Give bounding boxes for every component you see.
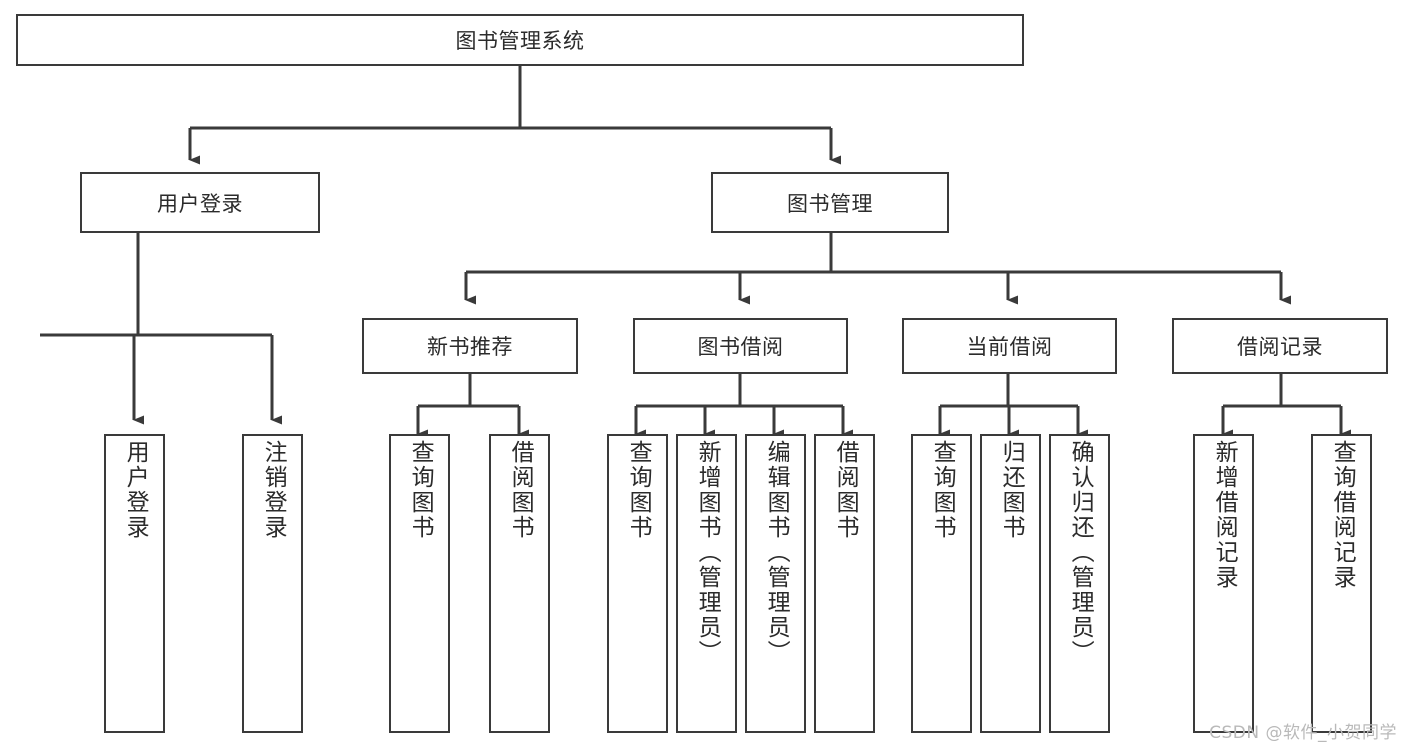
node-root-library-system[interactable]: 图书管理系统 bbox=[16, 14, 1024, 66]
leaf-query-borrow-record[interactable]: 查询借阅记录 bbox=[1311, 434, 1372, 733]
node-book-management[interactable]: 图书管理 bbox=[711, 172, 949, 233]
node-label: 查询图书 bbox=[407, 440, 434, 540]
leaf-add-book-admin[interactable]: 新增图书（管理员） bbox=[676, 434, 737, 733]
node-label: 用户登录 bbox=[157, 191, 243, 216]
node-label: 当前借阅 bbox=[966, 335, 1053, 359]
node-label: 借阅记录 bbox=[1237, 335, 1323, 359]
node-label: 新增借阅记录 bbox=[1211, 440, 1238, 590]
leaf-add-borrow-record[interactable]: 新增借阅记录 bbox=[1193, 434, 1254, 733]
node-label: 借阅图书 bbox=[832, 440, 859, 540]
leaf-query-books-recommend[interactable]: 查询图书 bbox=[389, 434, 450, 733]
node-label: 编辑图书（管理员） bbox=[763, 440, 790, 665]
leaf-user-login[interactable]: 用户登录 bbox=[104, 434, 165, 733]
node-borrowing-records[interactable]: 借阅记录 bbox=[1172, 318, 1388, 374]
leaf-confirm-return-admin[interactable]: 确认归还（管理员） bbox=[1049, 434, 1110, 733]
node-label: 确认归还（管理员） bbox=[1067, 440, 1094, 665]
leaf-return-books[interactable]: 归还图书 bbox=[980, 434, 1041, 733]
node-label: 新书推荐 bbox=[427, 335, 513, 359]
leaf-query-books-current[interactable]: 查询图书 bbox=[911, 434, 972, 733]
node-label: 查询图书 bbox=[929, 440, 956, 540]
node-label: 借阅图书 bbox=[507, 440, 534, 540]
node-label: 归还图书 bbox=[998, 440, 1025, 540]
node-label: 图书管理 bbox=[787, 191, 873, 216]
node-label: 查询图书 bbox=[625, 440, 652, 540]
node-label: 图书借阅 bbox=[697, 335, 784, 359]
node-label: 图书管理系统 bbox=[455, 29, 585, 53]
leaf-edit-book-admin[interactable]: 编辑图书（管理员） bbox=[745, 434, 806, 733]
node-user-login[interactable]: 用户登录 bbox=[80, 172, 320, 233]
leaf-query-books-borrowing[interactable]: 查询图书 bbox=[607, 434, 668, 733]
leaf-borrow-books-recommend[interactable]: 借阅图书 bbox=[489, 434, 550, 733]
watermark: CSDN @软件_小贺同学 bbox=[1209, 723, 1397, 743]
node-label: 新增图书（管理员） bbox=[694, 440, 721, 665]
node-label: 用户登录 bbox=[122, 440, 149, 540]
leaf-borrow-books[interactable]: 借阅图书 bbox=[814, 434, 875, 733]
node-label: 查询借阅记录 bbox=[1329, 440, 1356, 590]
node-new-book-recommendation[interactable]: 新书推荐 bbox=[362, 318, 578, 374]
node-book-borrowing[interactable]: 图书借阅 bbox=[633, 318, 848, 374]
node-current-borrowing[interactable]: 当前借阅 bbox=[902, 318, 1117, 374]
leaf-logout[interactable]: 注销登录 bbox=[242, 434, 303, 733]
node-label: 注销登录 bbox=[260, 440, 287, 540]
